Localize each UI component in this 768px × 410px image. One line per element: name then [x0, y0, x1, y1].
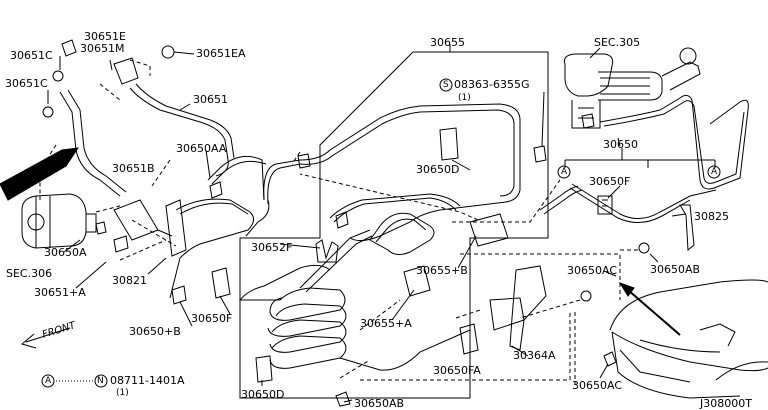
- clip-30650FA: [459, 323, 479, 355]
- label-30655B: 30655+B: [416, 264, 468, 277]
- label-30651B: 30651B: [112, 162, 155, 175]
- label-30651C-a: 30651C: [10, 49, 53, 62]
- label-30650B: 30650+B: [129, 325, 181, 338]
- label-30650: 30650: [603, 138, 638, 151]
- label-30650AB-right: 30650AB: [650, 263, 701, 276]
- label-sec306: SEC.306: [6, 267, 53, 280]
- callout-circles: [41, 78, 721, 388]
- label-30650F-right: 30650F: [589, 175, 631, 188]
- large-arrow: [0, 147, 80, 201]
- callout-S: S: [443, 80, 449, 90]
- legend-callout-A: A: [45, 376, 52, 386]
- legend-qty: (1): [116, 388, 129, 398]
- label-30651EA: 30651EA: [196, 47, 246, 60]
- car-silhouette: [609, 279, 768, 399]
- right-brake-line: [569, 94, 749, 223]
- solid-leaders: [47, 44, 687, 403]
- bracket-30825: [679, 204, 695, 252]
- slave-cylinder: [21, 193, 97, 249]
- pointer-arrow: [618, 282, 681, 336]
- label-30650A: 30650A: [44, 246, 87, 259]
- label-30651: 30651: [193, 93, 228, 106]
- label-30655A: 30655+A: [360, 317, 412, 330]
- label-30364A: 30364A: [513, 349, 556, 362]
- label-30650AB-bottom: 30650AB: [354, 397, 405, 410]
- label-30652F: 30652F: [251, 241, 293, 254]
- legend-callout-N: N: [97, 376, 104, 386]
- clip-30652F: [315, 239, 339, 263]
- bracket-30650: [564, 148, 716, 168]
- leader-lines: [39, 59, 640, 385]
- label-30825: 30825: [694, 210, 729, 223]
- label-30821: 30821: [112, 274, 147, 287]
- callout-A2: A: [711, 167, 718, 177]
- label-30651C-b: 30651C: [5, 77, 48, 90]
- legend-part-number: 08711-1401A: [110, 374, 185, 387]
- label-30650FA: 30650FA: [433, 364, 481, 377]
- label-screw-qty: (1): [458, 93, 471, 103]
- label-30650D-bottom: 30650D: [241, 388, 285, 401]
- label-30650D-top: 30650D: [416, 163, 460, 176]
- label-screw-part: 08363-6355G: [454, 78, 530, 91]
- master-cylinder: [564, 47, 701, 129]
- diagram-id: J308000T: [700, 397, 752, 410]
- center-right-lines: [369, 185, 583, 256]
- callout-A1: A: [561, 167, 568, 177]
- bracket-30364A: [489, 265, 547, 351]
- coiled-lines: [238, 229, 471, 371]
- clip-30650F-right: [597, 195, 613, 215]
- label-30651E: 30651E: [84, 30, 126, 43]
- label-30650AC-bottom: 30650AC: [572, 379, 623, 392]
- bracket-30821: [113, 199, 187, 257]
- label-30650AC-top: 30650AC: [567, 264, 618, 277]
- fittings: [42, 39, 650, 407]
- assembly-boundary: [239, 51, 549, 399]
- label-sec305: SEC.305: [594, 36, 641, 49]
- label-30650AA: 30650AA: [176, 142, 227, 155]
- label-30651A: 30651+A: [34, 286, 86, 299]
- label-30651M: 30651M: [80, 42, 125, 55]
- label-30655-top: 30655: [430, 36, 465, 49]
- label-30650F-left: 30650F: [191, 312, 233, 325]
- clip-30650D: [255, 127, 459, 383]
- front-arrow: [20, 327, 71, 349]
- clip-30655A: [403, 265, 431, 297]
- left-hoses: [59, 83, 267, 299]
